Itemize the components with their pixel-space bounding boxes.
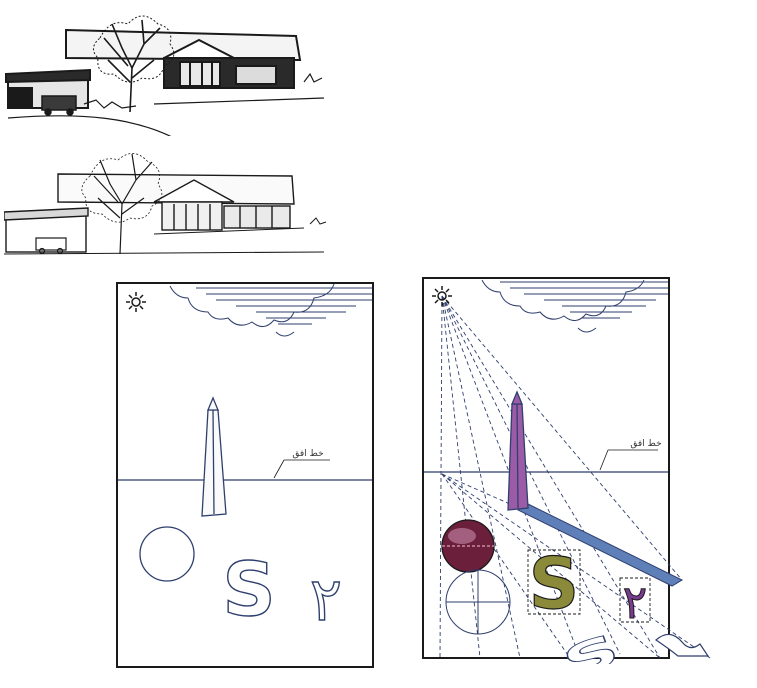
horizon-label: خط افق	[292, 449, 323, 459]
horizon-label: خط افق	[630, 439, 661, 449]
house-sketch-top	[5, 15, 325, 136]
panel-frame	[422, 277, 670, 659]
letter-s: S	[222, 547, 275, 633]
circle-shadow	[445, 569, 511, 635]
digit-shadow	[655, 633, 710, 657]
ground-line	[7, 72, 325, 136]
obelisk	[201, 396, 227, 517]
house-sketch-bottom	[4, 153, 327, 255]
sun-icon	[126, 292, 146, 312]
obelisk	[507, 390, 529, 511]
tree-icon	[93, 15, 175, 113]
perspective-panel-shadows: خط افق S S ۲	[422, 277, 711, 664]
sphere	[441, 519, 495, 573]
digit-bounding-box	[619, 577, 651, 623]
sun-icon	[432, 286, 452, 306]
cloud-icon	[169, 283, 372, 337]
panel-frame	[116, 282, 374, 668]
tree-icon	[81, 153, 163, 255]
digit-two: ۲	[623, 575, 648, 629]
ground-line	[4, 217, 327, 255]
cloud-icon	[481, 279, 668, 333]
digit-two: ۲	[310, 565, 342, 635]
projection-lines	[439, 295, 711, 659]
letter-s: S	[529, 543, 579, 625]
s-bounding-box	[527, 549, 581, 615]
car-icon	[41, 95, 77, 116]
perspective-panel-plain: خط افق S ۲	[116, 282, 374, 668]
circle-shape	[139, 526, 195, 582]
